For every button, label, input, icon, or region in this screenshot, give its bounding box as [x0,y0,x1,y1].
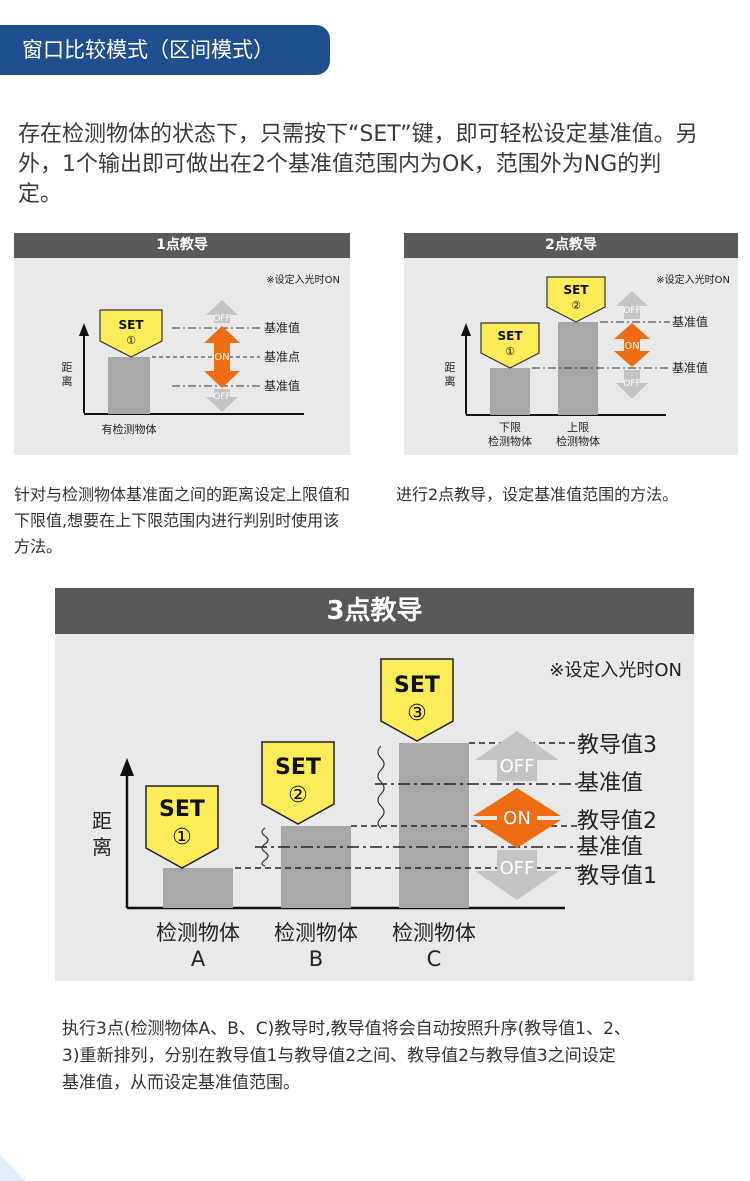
axis-label-top: 距 [445,361,456,374]
object-a-bar [163,868,233,908]
object-c-label-2: C [427,947,442,971]
three-point-diagram: ※设定入光时ON 距 离 SET ① SET ② SET ③ OFF ON [92,658,682,971]
brace-upper [377,745,385,829]
off-upper-arrow [616,291,648,319]
object-c-label-1: 检测物体 [392,921,476,945]
teach2-label: 教导值2 [577,809,657,834]
set-marker [99,309,163,358]
axis-label-bottom: 离 [92,835,112,859]
object-bar [108,357,150,414]
note: ※设定入光时ON [549,660,682,681]
off-lower-arrow [475,850,559,900]
set1-number: ① [505,345,515,358]
off-lower-arrow [616,370,648,399]
section-header: 窗口比较模式（区间模式） [0,25,330,75]
panel-title-bar: 1点教导 [14,233,350,258]
panel-two-point-teach: 2点教导 ※设定入光时ON 距 离 SET ① SET ② OFF ON OFF… [404,233,738,455]
note: ※设定入光时ON [656,273,730,286]
set1-label: SET [159,797,205,822]
axis-label-bottom: 离 [62,374,73,388]
set-label: SET [118,318,144,332]
set1-number: ① [172,825,192,850]
off-upper-label: OFF [500,756,535,777]
off-lower-label: OFF [500,858,535,879]
off-lower-label: OFF [213,392,230,402]
ref-upper-label: 基准值 [672,314,708,329]
off-upper-label: OFF [213,314,230,324]
ref-b-label: 基准值 [577,835,643,860]
set3-number: ③ [407,701,427,726]
panel-three-point-teach: 3点教导 ※设定入光时ON 距 离 SET ① SET ② SET ③ OFF [55,588,694,981]
set2-label: SET [275,755,321,780]
on-label: ON [214,352,229,363]
y-axis-arrow [461,323,471,336]
panel-title: 3点教导 [326,596,423,626]
on-label: ON [503,808,531,829]
set-marker-2 [546,276,606,323]
off-lower-label: OFF [623,379,640,389]
set2-number: ② [288,783,308,808]
panel-title: 1点教导 [156,237,208,253]
y-axis-arrow [79,323,89,336]
off-upper-arrow [206,300,238,323]
ref-lower-label: 基准值 [672,360,708,375]
intro-text: 存在检测物体的状态下，只需按下“SET”键，即可轻松设定基准值。另外，1个输出即… [18,122,698,207]
axis-label-top: 距 [62,361,73,374]
panel-title-bar: 2点教导 [404,233,738,258]
ref-lower-label: 基准值 [264,378,300,393]
object-label: 有检测物体 [102,422,157,436]
set-marker-3 [380,658,454,742]
off-upper-arrow [475,731,559,781]
two-point-diagram: ※设定入光时ON 距 离 SET ① SET ② OFF ON OFF 基准值 … [445,273,731,448]
teach3-label: 教导值3 [577,733,657,758]
set-marker-2 [261,741,335,825]
object-a-label-1: 检测物体 [156,921,240,945]
panel3-description: 执行3点(检测物体A、B、C)教导时,教导值将会自动按照升序(教导值1、2、3)… [62,1019,631,1093]
object-b-label-2: B [309,947,323,971]
on-arrow [614,323,650,367]
set-number: ① [126,334,136,347]
y-axis-arrow [120,758,134,776]
set2-number: ② [571,299,581,312]
set1-label: SET [497,329,523,343]
on-arrow [204,326,240,388]
set3-label: SET [394,673,440,698]
ref-point-label: 基准点 [264,350,300,364]
teach1-label: 教导值1 [577,864,657,889]
axis-label-top: 距 [92,809,112,833]
on-arrow [473,788,561,848]
panel2-description: 进行2点教导，设定基准值范围的方法。 [396,485,679,504]
off-upper-label: OFF [623,306,640,316]
upper-object-label-2: 检测物体 [556,434,600,448]
lower-object-bar [490,368,530,415]
set-marker-1 [145,785,219,869]
lower-object-label-1: 下限 [499,421,521,434]
off-lower-arrow [206,389,238,412]
set2-label: SET [563,283,589,297]
panel-title: 2点教导 [545,237,597,253]
ref-upper-label: 基准值 [264,320,300,335]
ref-a-label: 基准值 [577,771,643,796]
section-title: 窗口比较模式（区间模式） [22,38,274,62]
corner-decoration [0,1155,26,1181]
panel1-description: 针对与检测物体基准面之间的距离设定上限值和下限值,想要在上下限范围内进行判别时使… [14,485,351,556]
panel-title-bar: 3点教导 [55,588,694,634]
axis-label-bottom: 离 [445,374,456,388]
object-a-label-2: A [191,947,206,971]
panel-one-point-teach: 1点教导 ※设定入光时ON 距 离 SET ① OFF ON OFF 基准值 基… [14,233,350,455]
object-b-bar [281,826,351,908]
lower-object-label-2: 检测物体 [488,434,532,448]
upper-object-label-1: 上限 [567,421,589,434]
on-label: ON [624,341,639,352]
note: ※设定入光时ON [266,273,340,286]
brace-lower [261,827,269,867]
set-marker-1 [480,322,540,369]
one-point-diagram: ※设定入光时ON 距 离 SET ① OFF ON OFF 基准值 基准点 基准… [62,273,341,436]
object-b-label-1: 检测物体 [274,921,358,945]
